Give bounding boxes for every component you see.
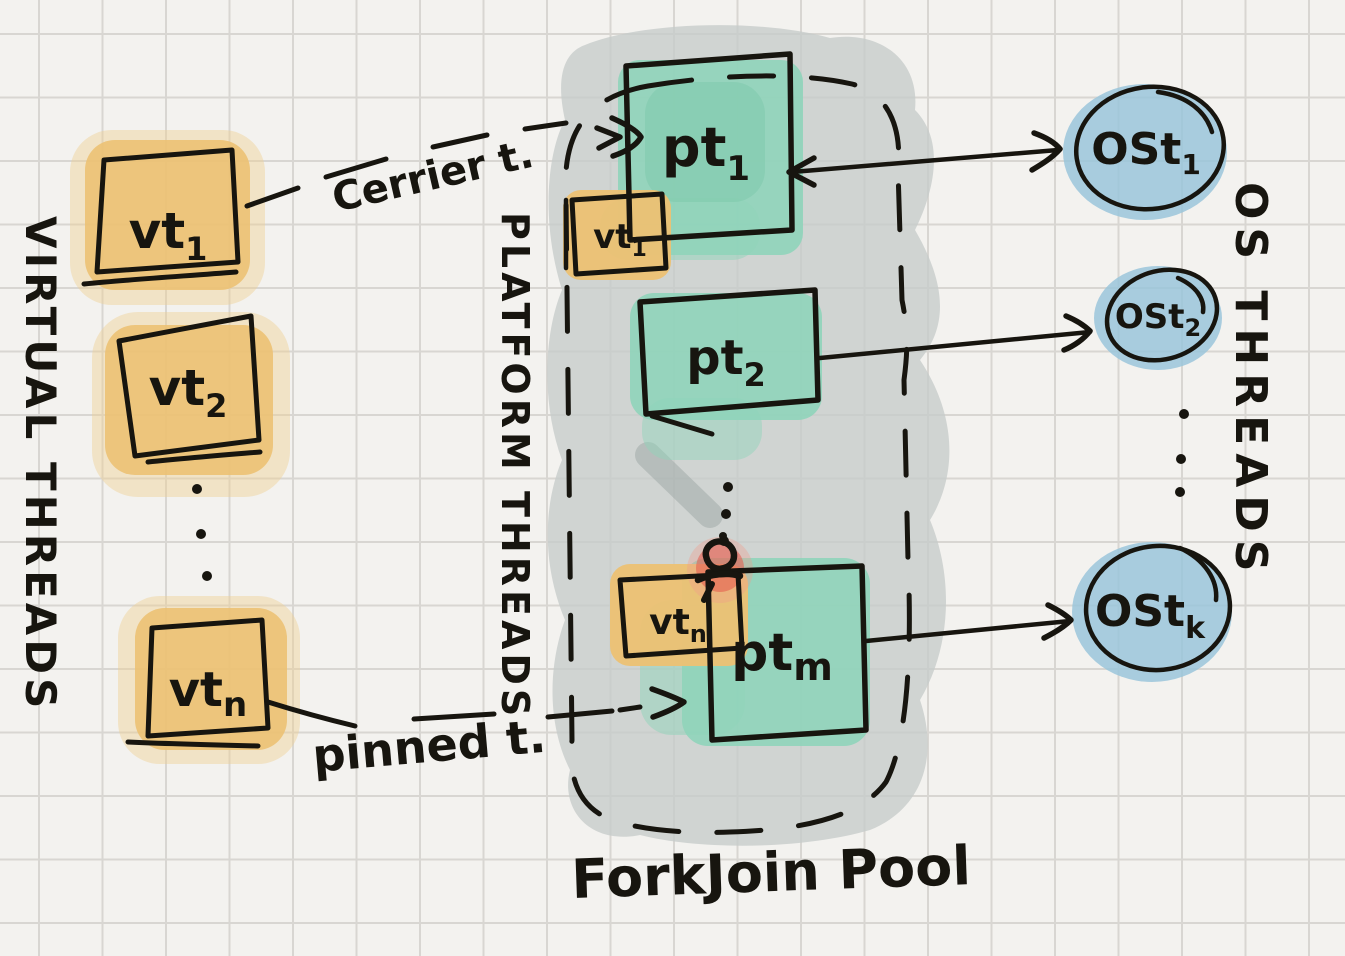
vtn-watercolor bbox=[135, 608, 287, 750]
pt1-arrowhead-left bbox=[786, 155, 817, 188]
vt2-watercolor bbox=[105, 325, 273, 475]
ost1-label: OSt1 bbox=[1091, 124, 1201, 181]
os-ellipsis-dot bbox=[1175, 487, 1185, 497]
box-layer bbox=[81, 51, 869, 749]
vt1-mounted-watercolor bbox=[563, 190, 671, 280]
vt1-box-underline bbox=[81, 269, 239, 287]
platform-ellipsis-dot bbox=[721, 509, 731, 519]
os-ellipsis-dot bbox=[1179, 409, 1189, 419]
vtn-box-underline bbox=[125, 739, 261, 749]
vt1-mounted-box bbox=[569, 191, 669, 277]
virtual-ellipsis-dot bbox=[196, 529, 206, 539]
pinned-thread-label: pinned t. bbox=[310, 709, 548, 783]
os-ellipsis-dot bbox=[1176, 454, 1186, 464]
ost2-circle-inner-arc bbox=[1175, 275, 1206, 315]
virtual-ellipsis-dot bbox=[192, 484, 202, 494]
virtual-threads-group-label: VIRTUAL THREADS bbox=[16, 216, 65, 712]
edge-layer bbox=[244, 115, 1093, 729]
vt2-label: vt2 bbox=[149, 359, 228, 425]
ostk-circle-inner-arc bbox=[1177, 545, 1219, 603]
pin-point bbox=[701, 581, 715, 603]
vt1-mounted-label: vt1 bbox=[593, 217, 647, 262]
forkjoin-pool-border bbox=[562, 73, 912, 835]
ostk-arrowhead bbox=[1041, 602, 1074, 641]
platform-ellipsis-dot bbox=[723, 482, 733, 492]
vt1-watercolor bbox=[85, 140, 250, 290]
carrier-arrowhead-inner bbox=[594, 125, 623, 151]
vt1-label: vt1 bbox=[129, 202, 208, 268]
ostk-circle bbox=[1083, 543, 1233, 673]
pool-dark-streak bbox=[635, 442, 723, 528]
pt2-box-flourish bbox=[649, 413, 715, 437]
ptm-label: ptm bbox=[731, 623, 833, 689]
pt1-watercolor-shade bbox=[645, 82, 765, 202]
pt2-watercolor bbox=[630, 293, 822, 420]
vt2-box bbox=[116, 313, 262, 459]
forkjoin-pool-label: ForkJoin Pool bbox=[570, 834, 972, 911]
pinned-arrow bbox=[265, 686, 687, 729]
ptm-ostk-arrow bbox=[863, 602, 1074, 644]
carrier-arrowhead-outer bbox=[609, 115, 644, 159]
ost1-arrowhead-right bbox=[1029, 130, 1063, 173]
ost2-arrowhead bbox=[1061, 313, 1093, 353]
ost2-circle bbox=[1104, 267, 1220, 363]
pin-dot bbox=[719, 532, 727, 540]
ost1-circle bbox=[1073, 84, 1227, 212]
pt1-ost1-arrow bbox=[786, 130, 1063, 188]
ost1-watercolor bbox=[1063, 84, 1227, 220]
pinned-arrowhead bbox=[649, 686, 687, 720]
ost2-label: OSt2 bbox=[1115, 297, 1201, 342]
os-circle-layer bbox=[1073, 84, 1233, 673]
pt1-label: pt1 bbox=[662, 116, 750, 189]
ostk-watercolor bbox=[1072, 542, 1232, 682]
pt2-box bbox=[637, 287, 821, 417]
vtn-pinned-label: vtn bbox=[649, 602, 707, 648]
pt2-label: pt2 bbox=[686, 330, 766, 394]
ost1-circle-inner-arc bbox=[1155, 89, 1215, 135]
vtn-label: vtn bbox=[169, 662, 247, 725]
os-threads-group-label: OS THREADS bbox=[1225, 182, 1276, 579]
carrier-arrow bbox=[244, 115, 644, 209]
ost2-watercolor bbox=[1094, 266, 1222, 370]
vtn-pinned-box bbox=[617, 571, 745, 659]
vt2-box-underline bbox=[145, 449, 263, 465]
watercolor-layer bbox=[70, 25, 1232, 846]
vt1-box bbox=[94, 147, 241, 275]
ptm-box bbox=[705, 563, 869, 743]
pt2-ost2-arrow bbox=[817, 313, 1093, 361]
virtual-ellipsis-dot bbox=[202, 571, 212, 581]
vtn-box bbox=[145, 617, 271, 739]
pin-flange bbox=[694, 570, 744, 584]
ostk-label: OStk bbox=[1095, 586, 1206, 646]
pin-head bbox=[702, 538, 738, 573]
pt1-box bbox=[623, 51, 795, 243]
pushpin-icon bbox=[694, 532, 744, 603]
platform-threads-group-label: PLATFORM THREADS bbox=[493, 212, 537, 720]
